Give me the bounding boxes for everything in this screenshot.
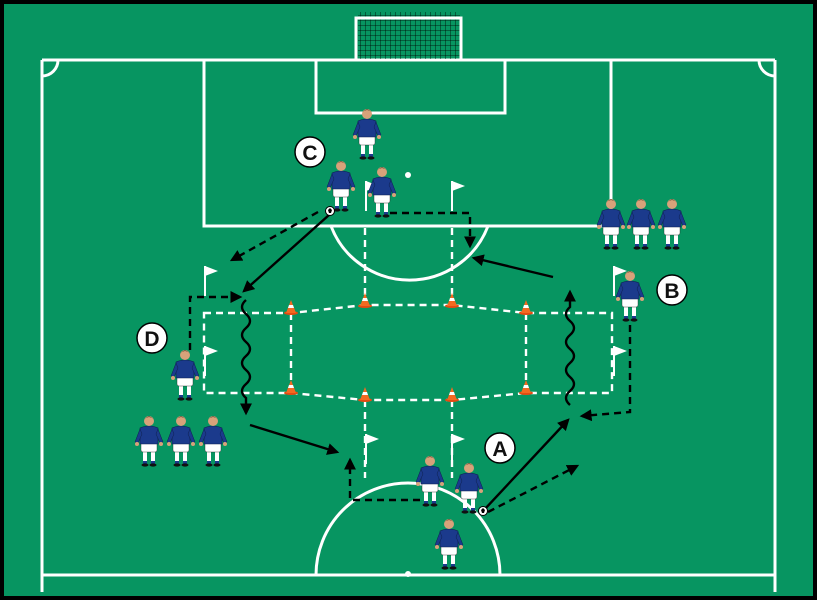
run-arrow-icon xyxy=(344,457,420,502)
svg-text:D: D xyxy=(144,328,159,351)
penalty-arc xyxy=(329,225,490,282)
goal-area xyxy=(314,58,507,115)
goal-icon xyxy=(354,12,463,60)
dribble-arrow-icon xyxy=(240,299,252,416)
pitch-surface xyxy=(4,4,813,596)
ball-icon xyxy=(325,206,335,216)
svg-text:C: C xyxy=(302,142,317,165)
penalty-spot xyxy=(405,172,411,178)
run-arrow-icon xyxy=(188,291,243,350)
run-arrow-icon xyxy=(229,210,319,262)
ball-icon xyxy=(478,506,488,516)
corner-arc-left xyxy=(41,59,60,78)
label-c: C xyxy=(294,136,326,168)
label-d: D xyxy=(136,322,168,354)
label-a: A xyxy=(484,432,516,464)
dribble-arrow-icon xyxy=(564,289,576,406)
pass-arrow-icon xyxy=(483,418,570,511)
pass-arrow-icon xyxy=(471,254,554,279)
svg-text:B: B xyxy=(664,280,679,303)
pass-arrow-icon xyxy=(249,423,340,455)
run-arrow-icon xyxy=(390,211,476,249)
center-circle xyxy=(314,481,502,576)
pass-arrow-icon xyxy=(242,214,330,293)
center-spot xyxy=(405,571,411,577)
corner-arc-right xyxy=(757,59,776,78)
label-b: B xyxy=(656,274,688,306)
svg-text:A: A xyxy=(492,438,507,461)
run-arrow-icon xyxy=(487,464,580,514)
pass-arrows xyxy=(242,214,570,511)
run-arrows xyxy=(188,210,632,514)
run-arrow-icon xyxy=(579,325,632,422)
pitch-markings xyxy=(40,58,777,592)
dribble-arrows xyxy=(240,289,576,416)
